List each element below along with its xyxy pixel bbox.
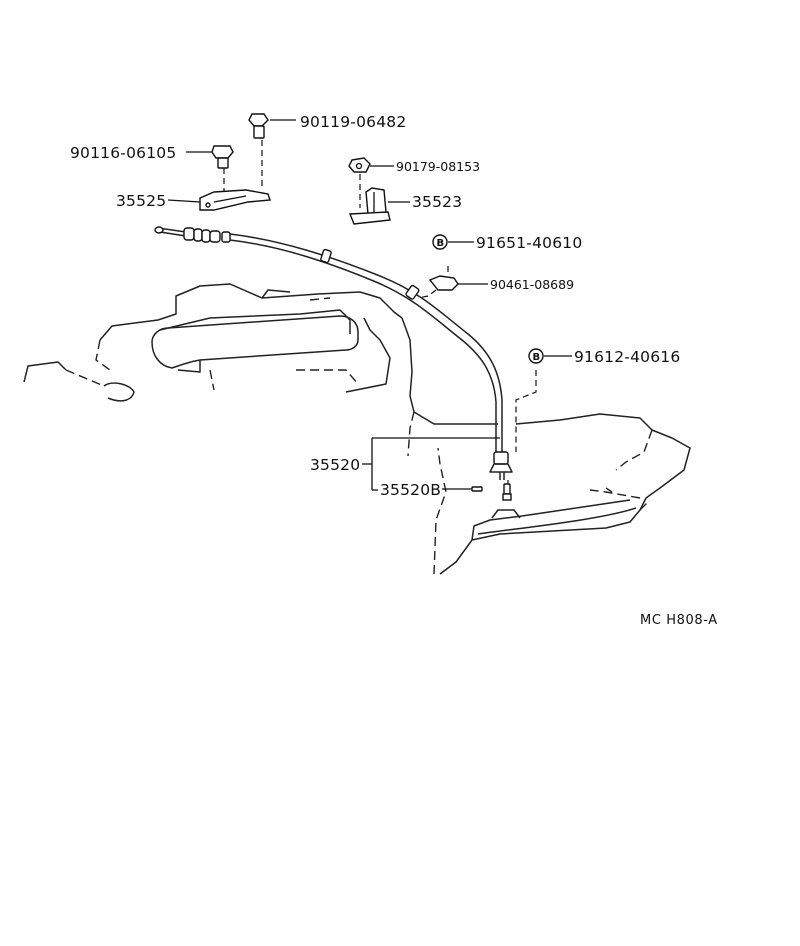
label-35520b: 35520B [380, 481, 483, 499]
label-90461: 90461-08689 [458, 277, 574, 292]
diagram-reference-code: MC H808-A [640, 613, 718, 628]
label-90179: 90179-08153 [370, 159, 480, 174]
throttle-cable [154, 226, 513, 501]
label-91651: B 91651-40610 [432, 234, 582, 252]
clip-90461-icon [417, 275, 459, 299]
part-number-90119: 90119-06482 [300, 113, 406, 131]
part-number-90179: 90179-08153 [396, 159, 480, 174]
nut-90179-icon [348, 157, 371, 208]
label-91612: B 91612-40616 [528, 348, 680, 366]
label-90119: 90119-06482 [270, 113, 406, 131]
bolt-90119-icon [248, 113, 269, 186]
badge-b-icon: B [533, 352, 541, 363]
engine-outline [23, 283, 691, 575]
part-number-35525: 35525 [116, 192, 166, 210]
bracket-35525-icon [199, 189, 271, 211]
part-number-91651: 91651-40610 [476, 234, 582, 252]
bolt-90116-icon [211, 145, 234, 196]
part-number-91612: 91612-40616 [574, 348, 680, 366]
bracket-35523-icon [348, 187, 391, 225]
part-number-35523: 35523 [412, 193, 462, 211]
part-number-35520b: 35520B [380, 481, 441, 499]
label-35525: 35525 [116, 192, 201, 210]
label-35520: 35520 [310, 437, 500, 491]
badge-b-icon: B [437, 238, 445, 249]
part-number-90461: 90461-08689 [490, 277, 574, 292]
label-90116: 90116-06105 [70, 144, 212, 162]
part-number-35520: 35520 [310, 456, 360, 474]
label-35523: 35523 [388, 193, 462, 211]
part-number-90116: 90116-06105 [70, 144, 176, 162]
